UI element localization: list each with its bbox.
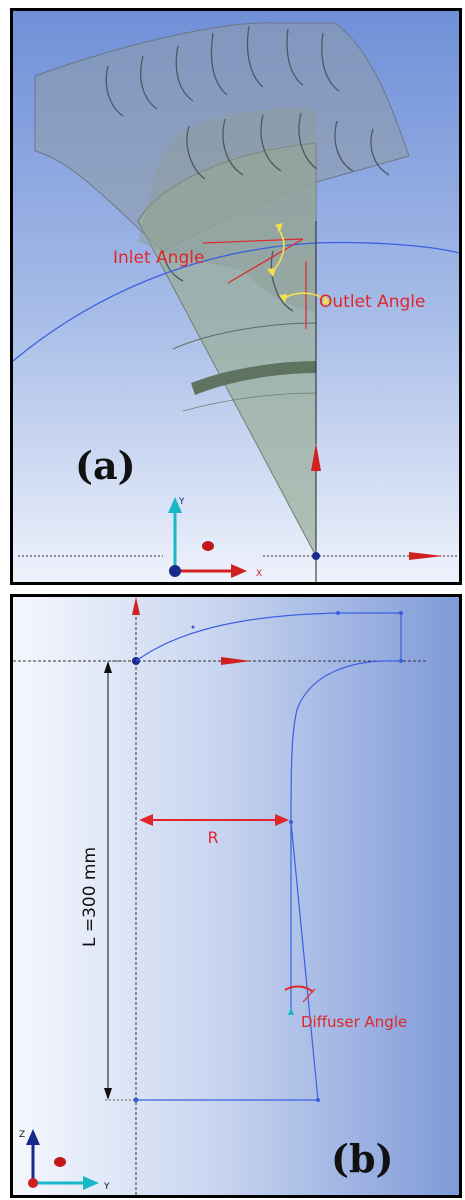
axis-triad-b: Z Y [19, 1129, 110, 1192]
panel-a-canvas: Inlet Angle Outlet Angle (a) Y X [13, 11, 459, 582]
axis-y-label: Y [103, 1182, 110, 1192]
panel-a-tag: (a) [75, 443, 136, 488]
rotor-circle-arc [13, 241, 459, 362]
origin-point [312, 552, 320, 560]
x-axis-arrow-icon [231, 564, 247, 578]
blade-curves [105, 25, 390, 312]
rotor-profile-sketch [135, 612, 402, 1101]
radius-dimension [139, 814, 289, 826]
panel-b-canvas: L =300 mm R Diffuser Angle (b) Z Y [13, 597, 459, 1195]
sketch-marker [288, 1007, 294, 1015]
radius-label: R [207, 828, 218, 847]
blade-passage-upper [34, 22, 410, 252]
y-axis-arrow-icon [83, 1176, 99, 1190]
y-axis-arrow-icon [168, 497, 182, 513]
shroud-band [191, 361, 316, 395]
viewport-background [13, 597, 459, 1195]
axis-z-label: Z [19, 1130, 25, 1140]
axis-triad-a: Y X [168, 497, 262, 579]
length-label: L =300 mm [80, 847, 100, 947]
axis-y-label: Y [178, 497, 185, 507]
z-axis-cone [132, 597, 140, 615]
hub-arc-lower [182, 392, 317, 412]
panel-b-tag: (b) [331, 1136, 394, 1181]
z-axis-cone [311, 443, 321, 471]
diffuser-angle-label: Diffuser Angle [301, 1013, 407, 1031]
diffuser-angle-marker [284, 985, 316, 1003]
outlet-angle-label: Outlet Angle [319, 292, 425, 312]
sketch-vertices [133, 611, 403, 1103]
x-axis-cone [409, 552, 443, 560]
panel-a: Inlet Angle Outlet Angle (a) Y X [10, 8, 462, 585]
z-axis-arrow-icon [26, 1129, 40, 1145]
blade-sector-wedge [137, 142, 317, 557]
inlet-angle-label: Inlet Angle [113, 248, 204, 268]
y-axis-cone [221, 657, 251, 665]
length-dimension [104, 660, 136, 1101]
outlet-angle-marker [279, 261, 331, 329]
panel-b: L =300 mm R Diffuser Angle (b) Z Y [10, 594, 462, 1198]
hub-arc [172, 322, 317, 350]
axis-x-label: X [256, 569, 262, 579]
inlet-angle-marker [202, 223, 304, 284]
